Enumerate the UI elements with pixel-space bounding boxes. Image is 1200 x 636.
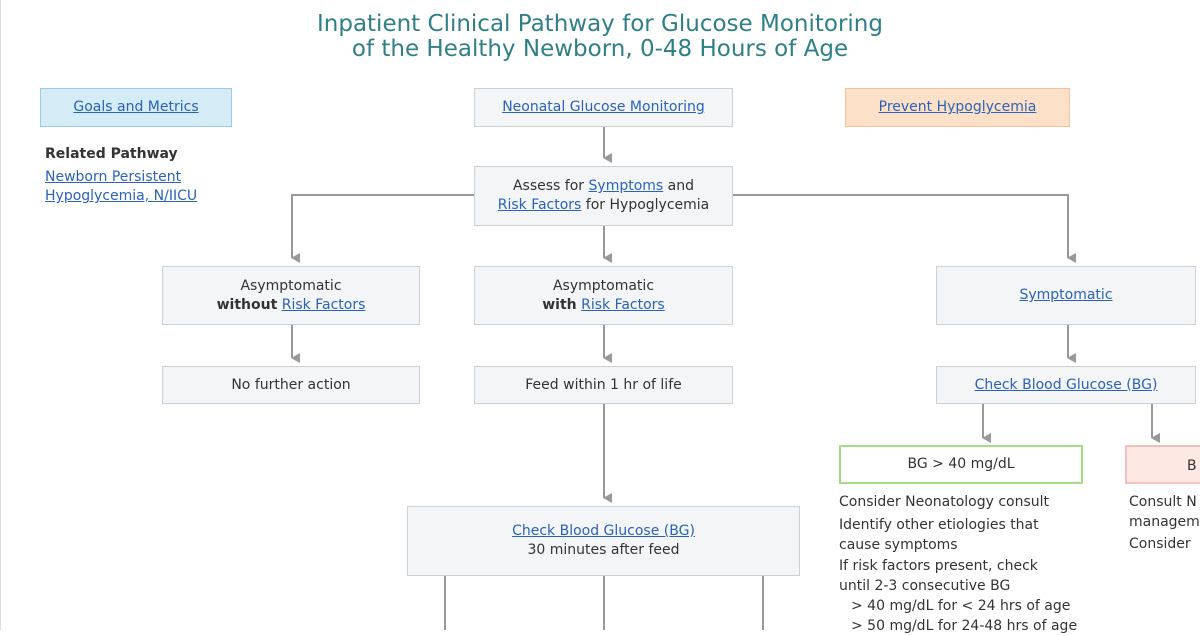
related-pathway-link-line-2[interactable]: Hypoglycemia, N/IICU [45,188,198,204]
asymptomatic-with-risk-box: Asymptomatic with Risk Factors [474,266,733,325]
related-pathway-link-block[interactable]: Newborn Persistent Hypoglycemia, N/IICU [45,168,197,206]
arrow-assess-to-symptomatic [733,194,1076,263]
asymptomatic-without-risk-box: Asymptomatic without Risk Factors [162,266,420,325]
risk-factors-link-without[interactable]: Risk Factors [281,296,366,313]
prevent-hypoglycemia-link[interactable]: Prevent Hypoglycemia [878,99,1037,115]
without-risk-line: without Risk Factors [217,296,366,315]
check-blood-glucose-center-link[interactable]: Check Blood Glucose (BG) [512,523,695,539]
asymptomatic-label: Asymptomatic [552,277,655,294]
bg-low-box: B [1125,445,1200,484]
check-blood-glucose-right-box[interactable]: Check Blood Glucose (BG) [936,366,1196,404]
bg-greater-than-40-box: BG > 40 mg/dL [839,445,1083,484]
check-blood-glucose-center-box: Check Blood Glucose (BG) 30 minutes afte… [407,506,800,576]
note-line: > 40 mg/dL for < 24 hrs of age [851,598,1071,614]
without-bold-text: without [216,296,278,313]
related-pathway-link-line-1[interactable]: Newborn Persistent [45,169,182,185]
note-line: Consult N [1129,494,1197,510]
feed-within-1hr-label: Feed within 1 hr of life [525,376,682,393]
symptoms-link[interactable]: Symptoms [588,178,664,194]
assess-line-1: Assess for Symptoms and [513,177,694,196]
with-risk-line: with Risk Factors [542,296,664,315]
prevent-hypoglycemia-box[interactable]: Prevent Hypoglycemia [845,88,1070,127]
title-line-1: Inpatient Clinical Pathway for Glucose M… [316,11,883,37]
with-bold-text: with [542,296,577,313]
feed-within-1hr-box: Feed within 1 hr of life [474,366,733,404]
symptomatic-box[interactable]: Symptomatic [936,266,1196,325]
neonatal-glucose-monitoring-box[interactable]: Neonatal Glucose Monitoring [474,88,733,127]
bg-low-label: B [1187,458,1197,474]
note-line: Consider [1129,536,1191,552]
symptomatic-link[interactable]: Symptomatic [1019,287,1113,303]
no-further-action-box: No further action [162,366,420,404]
note-line: cause symptoms [839,537,958,553]
bg-greater-than-40-notes: Consider Neonatology consult Identify ot… [839,492,1114,636]
check-blood-glucose-right-link[interactable]: Check Blood Glucose (BG) [974,376,1158,393]
bg-low-notes: Consult N managem Consider [1129,492,1200,554]
arrow-assess-to-without [291,194,475,263]
page-title: Inpatient Clinical Pathway for Glucose M… [200,12,1000,62]
note-line: until 2-3 consecutive BG [839,578,1011,594]
no-further-action-label: No further action [231,376,351,393]
risk-factors-link-with[interactable]: Risk Factors [581,296,665,313]
risk-factors-link[interactable]: Risk Factors [497,197,582,213]
asymptomatic-label: Asymptomatic [240,277,342,294]
note-line: Consider Neonatology consult [839,494,1050,510]
check-blood-glucose-sub-label: 30 minutes after feed [527,542,680,558]
title-line-2: of the Healthy Newborn, 0-48 Hours of Ag… [351,36,849,62]
neonatal-glucose-monitoring-link[interactable]: Neonatal Glucose Monitoring [502,99,705,115]
assess-prefix-text: Assess for [512,178,589,194]
assess-suffix-text: for Hypoglycemia [581,197,710,213]
goals-and-metrics-link[interactable]: Goals and Metrics [73,99,199,115]
note-line: > 50 mg/dL for 24-48 hrs of age [851,618,1078,634]
note-line: managem [1129,514,1200,530]
note-line: If risk factors present, check [839,558,1038,574]
goals-and-metrics-box[interactable]: Goals and Metrics [40,88,232,127]
assess-and-text: and [663,178,694,194]
related-pathway-heading: Related Pathway [45,146,178,162]
bg-greater-than-40-label: BG > 40 mg/dL [907,456,1015,472]
assess-line-2: Risk Factors for Hypoglycemia [498,196,710,215]
note-line: Identify other etiologies that [839,517,1039,533]
assess-box: Assess for Symptoms and Risk Factors for… [474,166,733,226]
